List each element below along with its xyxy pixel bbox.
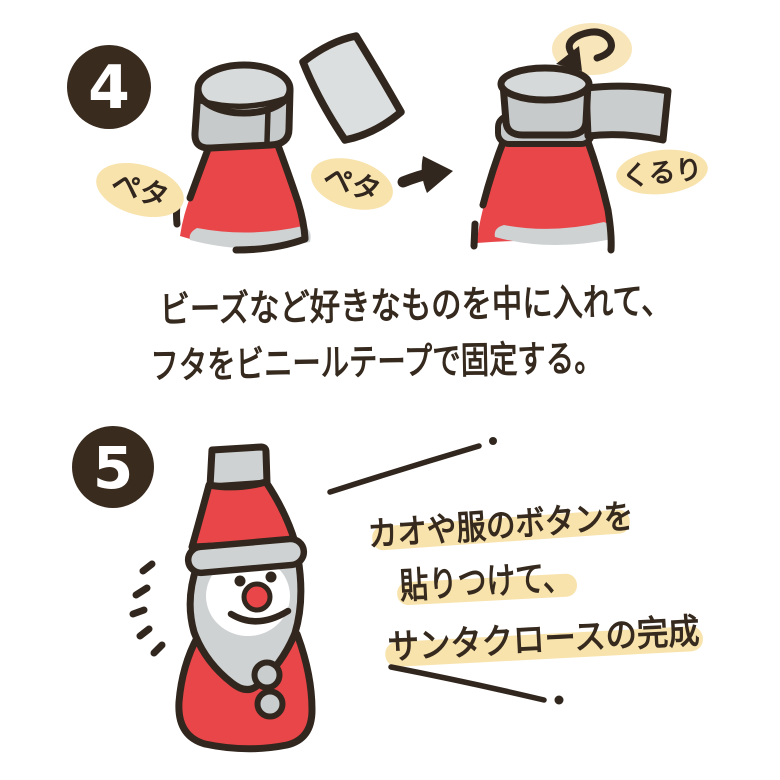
step5-caption-line2: 貼りつけて、 — [399, 557, 573, 607]
step4-caption-line1: ビーズなど好きなものを中に入れて、 — [159, 280, 672, 332]
sfx-highlight — [311, 158, 393, 210]
step5-caption: カオや服のボタンを 貼りつけて、 サンタクロースの完成 — [367, 497, 703, 668]
deco-stroke-bottom — [388, 664, 564, 705]
caption-line1-group: カオや服のボタンを — [367, 497, 635, 555]
right-arrow-icon — [397, 156, 453, 193]
caption-highlight — [385, 626, 703, 667]
sfx-highlight — [96, 162, 184, 218]
santa-hat — [188, 478, 299, 551]
tape-strip-icon — [299, 32, 405, 144]
caption-highlight — [372, 509, 630, 551]
sparkle-dashes — [129, 560, 166, 657]
caption-highlight — [397, 573, 577, 606]
sfx-peta-right: ペタ — [311, 158, 393, 210]
santa-button-top — [251, 659, 283, 691]
santa-button-bottom — [254, 688, 286, 720]
santa-right-eye — [265, 571, 277, 583]
bottle-red-body — [180, 138, 304, 247]
bottle-right-outline — [583, 135, 615, 254]
bottle-left-dash — [470, 220, 479, 250]
bottle-bottom-outline — [232, 235, 309, 254]
step5-badge-circle — [72, 426, 154, 508]
sfx-peta-left: ペタ — [96, 162, 184, 218]
step5-badge: 5 — [72, 426, 154, 508]
step4-badge-circle — [67, 45, 151, 129]
bottle-taped-illustration — [470, 23, 672, 254]
bottle-red-body — [477, 138, 610, 243]
step4-section: 4 ペタ ペタ — [67, 23, 708, 388]
sfx-peta-right-label: ペタ — [319, 160, 384, 209]
tape-wrap-strip — [582, 82, 672, 144]
santa-bottle-illustration — [175, 443, 316, 753]
santa-nose — [241, 581, 273, 613]
step5-section: 5 — [72, 426, 703, 753]
sfx-highlight — [616, 149, 708, 195]
bottle-bottom-shadow — [494, 222, 613, 246]
bottle-right-outline — [272, 136, 309, 242]
rotate-arrow-icon — [556, 28, 615, 71]
step5-number: 5 — [93, 434, 133, 502]
bottle-cap-chord — [198, 95, 290, 110]
santa-left-eye — [234, 575, 246, 587]
caption-line3-group: サンタクロースの完成 — [385, 611, 703, 668]
santa-smile — [227, 607, 292, 625]
caption-line2-group: 貼りつけて、 — [397, 557, 577, 607]
bottle-cap-edge — [264, 107, 271, 145]
step4-badge: 4 — [67, 45, 151, 129]
step4-number: 4 — [88, 53, 130, 123]
step4-caption-line2: フタをビニールテープで固定する。 — [150, 337, 603, 388]
santa-cap — [206, 443, 271, 491]
step5-caption-line3: サンタクロースの完成 — [387, 611, 701, 668]
sfx-kururi: くるり — [616, 149, 708, 195]
deco-stroke-top — [327, 437, 497, 495]
step5-caption-line1: カオや服のボタンを — [367, 497, 635, 555]
santa-hat-brim — [184, 535, 308, 577]
bottle-cap-top — [497, 64, 593, 104]
step4-caption: ビーズなど好きなものを中に入れて、 フタをビニールテープで固定する。 — [150, 280, 672, 388]
bottle-open-illustration — [173, 61, 311, 254]
